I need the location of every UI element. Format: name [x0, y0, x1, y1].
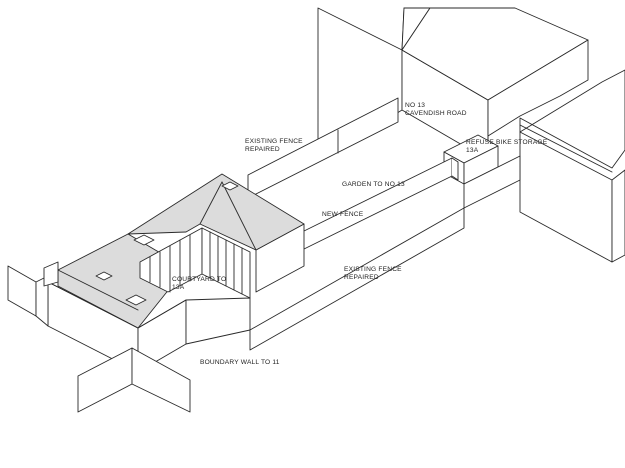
- right-roof-hip: [221, 181, 257, 251]
- courtyard-glazing-left: [139, 227, 203, 293]
- new-fence-end: [451, 157, 459, 181]
- rooflight-3: [133, 234, 155, 246]
- label-fence-bottom-line-2: REPAIRED: [344, 273, 379, 281]
- house-13-side-wall: [487, 39, 589, 137]
- left-step: [43, 261, 59, 287]
- boundary-wall-left-panel: [77, 347, 133, 413]
- right-fence-panel: [463, 155, 521, 209]
- left-low-wall: [7, 265, 37, 317]
- rooflight-2: [125, 294, 147, 306]
- label-refuse-bike-storage: REFUSE BIKE STORAGE 13A: [466, 139, 547, 155]
- house-right-eave: [519, 124, 613, 173]
- existing-fence-bottom-panel: [249, 207, 465, 351]
- boundary-wall-11: [77, 347, 191, 413]
- house-no-13: [317, 7, 589, 161]
- label-no-13: NO 13 CAVENDISH ROAD: [405, 102, 467, 118]
- label-garden: GARDEN TO NO 13: [342, 181, 405, 189]
- label-courtyard-line-1: COURTYARD TO: [172, 276, 227, 283]
- courtyard-floor-wall: [185, 297, 251, 345]
- label-no-13-line-2: CAVENDISH ROAD: [405, 109, 467, 117]
- label-fence-bottom-line-1: EXISTING FENCE: [344, 266, 402, 273]
- label-existing-fence-top: EXISTING FENCE REPAIRED: [245, 138, 303, 154]
- house-right-roof: [519, 69, 625, 169]
- garden-right-fence: [249, 155, 521, 351]
- label-garden-text: GARDEN TO NO 13: [342, 181, 405, 188]
- label-courtyard: COURTYARD TO 13A: [172, 276, 226, 292]
- label-new-fence: NEW FENCE: [322, 211, 363, 219]
- label-boundary-wall: BOUNDARY WALL TO 11: [200, 359, 280, 367]
- label-no-13-line-1: NO 13: [405, 102, 426, 109]
- rooflight-4: [221, 181, 239, 191]
- right-roof-hip-2: [199, 181, 223, 225]
- label-fence-top-line-2: REPAIRED: [245, 145, 280, 153]
- label-existing-fence-bottom: EXISTING FENCE REPAIRED: [344, 266, 402, 282]
- label-fence-top-line-1: EXISTING FENCE: [245, 138, 303, 145]
- house-right-side-wall: [611, 169, 625, 263]
- left-roof-ridge: [57, 269, 139, 311]
- label-courtyard-line-2: 13A: [172, 283, 185, 291]
- courtyard: [139, 227, 251, 345]
- left-roof-edge: [47, 281, 187, 329]
- rooflight-1: [95, 271, 113, 281]
- house-13-roof: [401, 7, 589, 101]
- label-new-fence-text: NEW FENCE: [322, 211, 364, 218]
- boundary-wall-right-panel: [131, 347, 191, 413]
- left-neighbour: [7, 261, 59, 327]
- label-refuse-line-2: 13A: [466, 146, 479, 154]
- house-right: [519, 69, 625, 263]
- label-refuse-line-1: REFUSE BIKE STORAGE: [466, 139, 548, 146]
- label-boundary-wall-text: BOUNDARY WALL TO 11: [200, 359, 280, 366]
